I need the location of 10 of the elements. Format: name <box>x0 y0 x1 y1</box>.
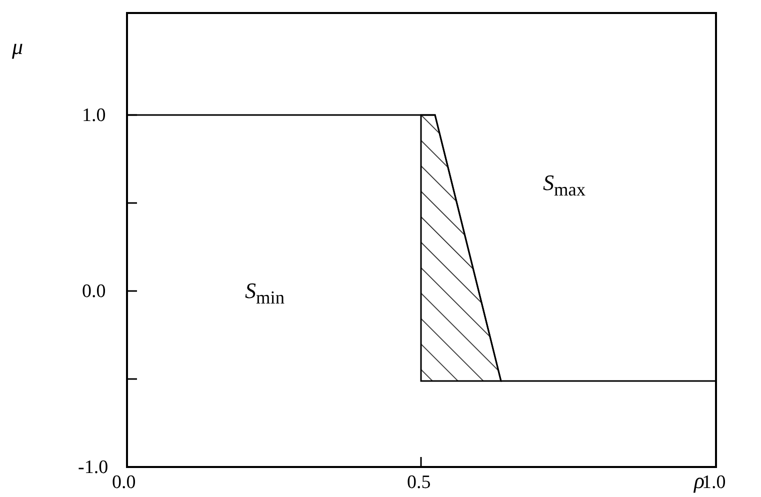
axis-label: ρ <box>694 470 705 492</box>
tick-label: 1.0 <box>82 106 106 125</box>
tick-label: 0.0 <box>82 282 106 301</box>
region-label: S$_{min}$ <box>245 280 285 307</box>
axis-label: μ <box>12 36 24 58</box>
tick-label: 1.0 <box>702 473 726 492</box>
tick-label: 0.5 <box>407 473 431 492</box>
tick-label: -1.0 <box>78 458 108 477</box>
region-label: S$_{max}$ <box>543 172 586 199</box>
tick-label: 0.0 <box>112 473 136 492</box>
